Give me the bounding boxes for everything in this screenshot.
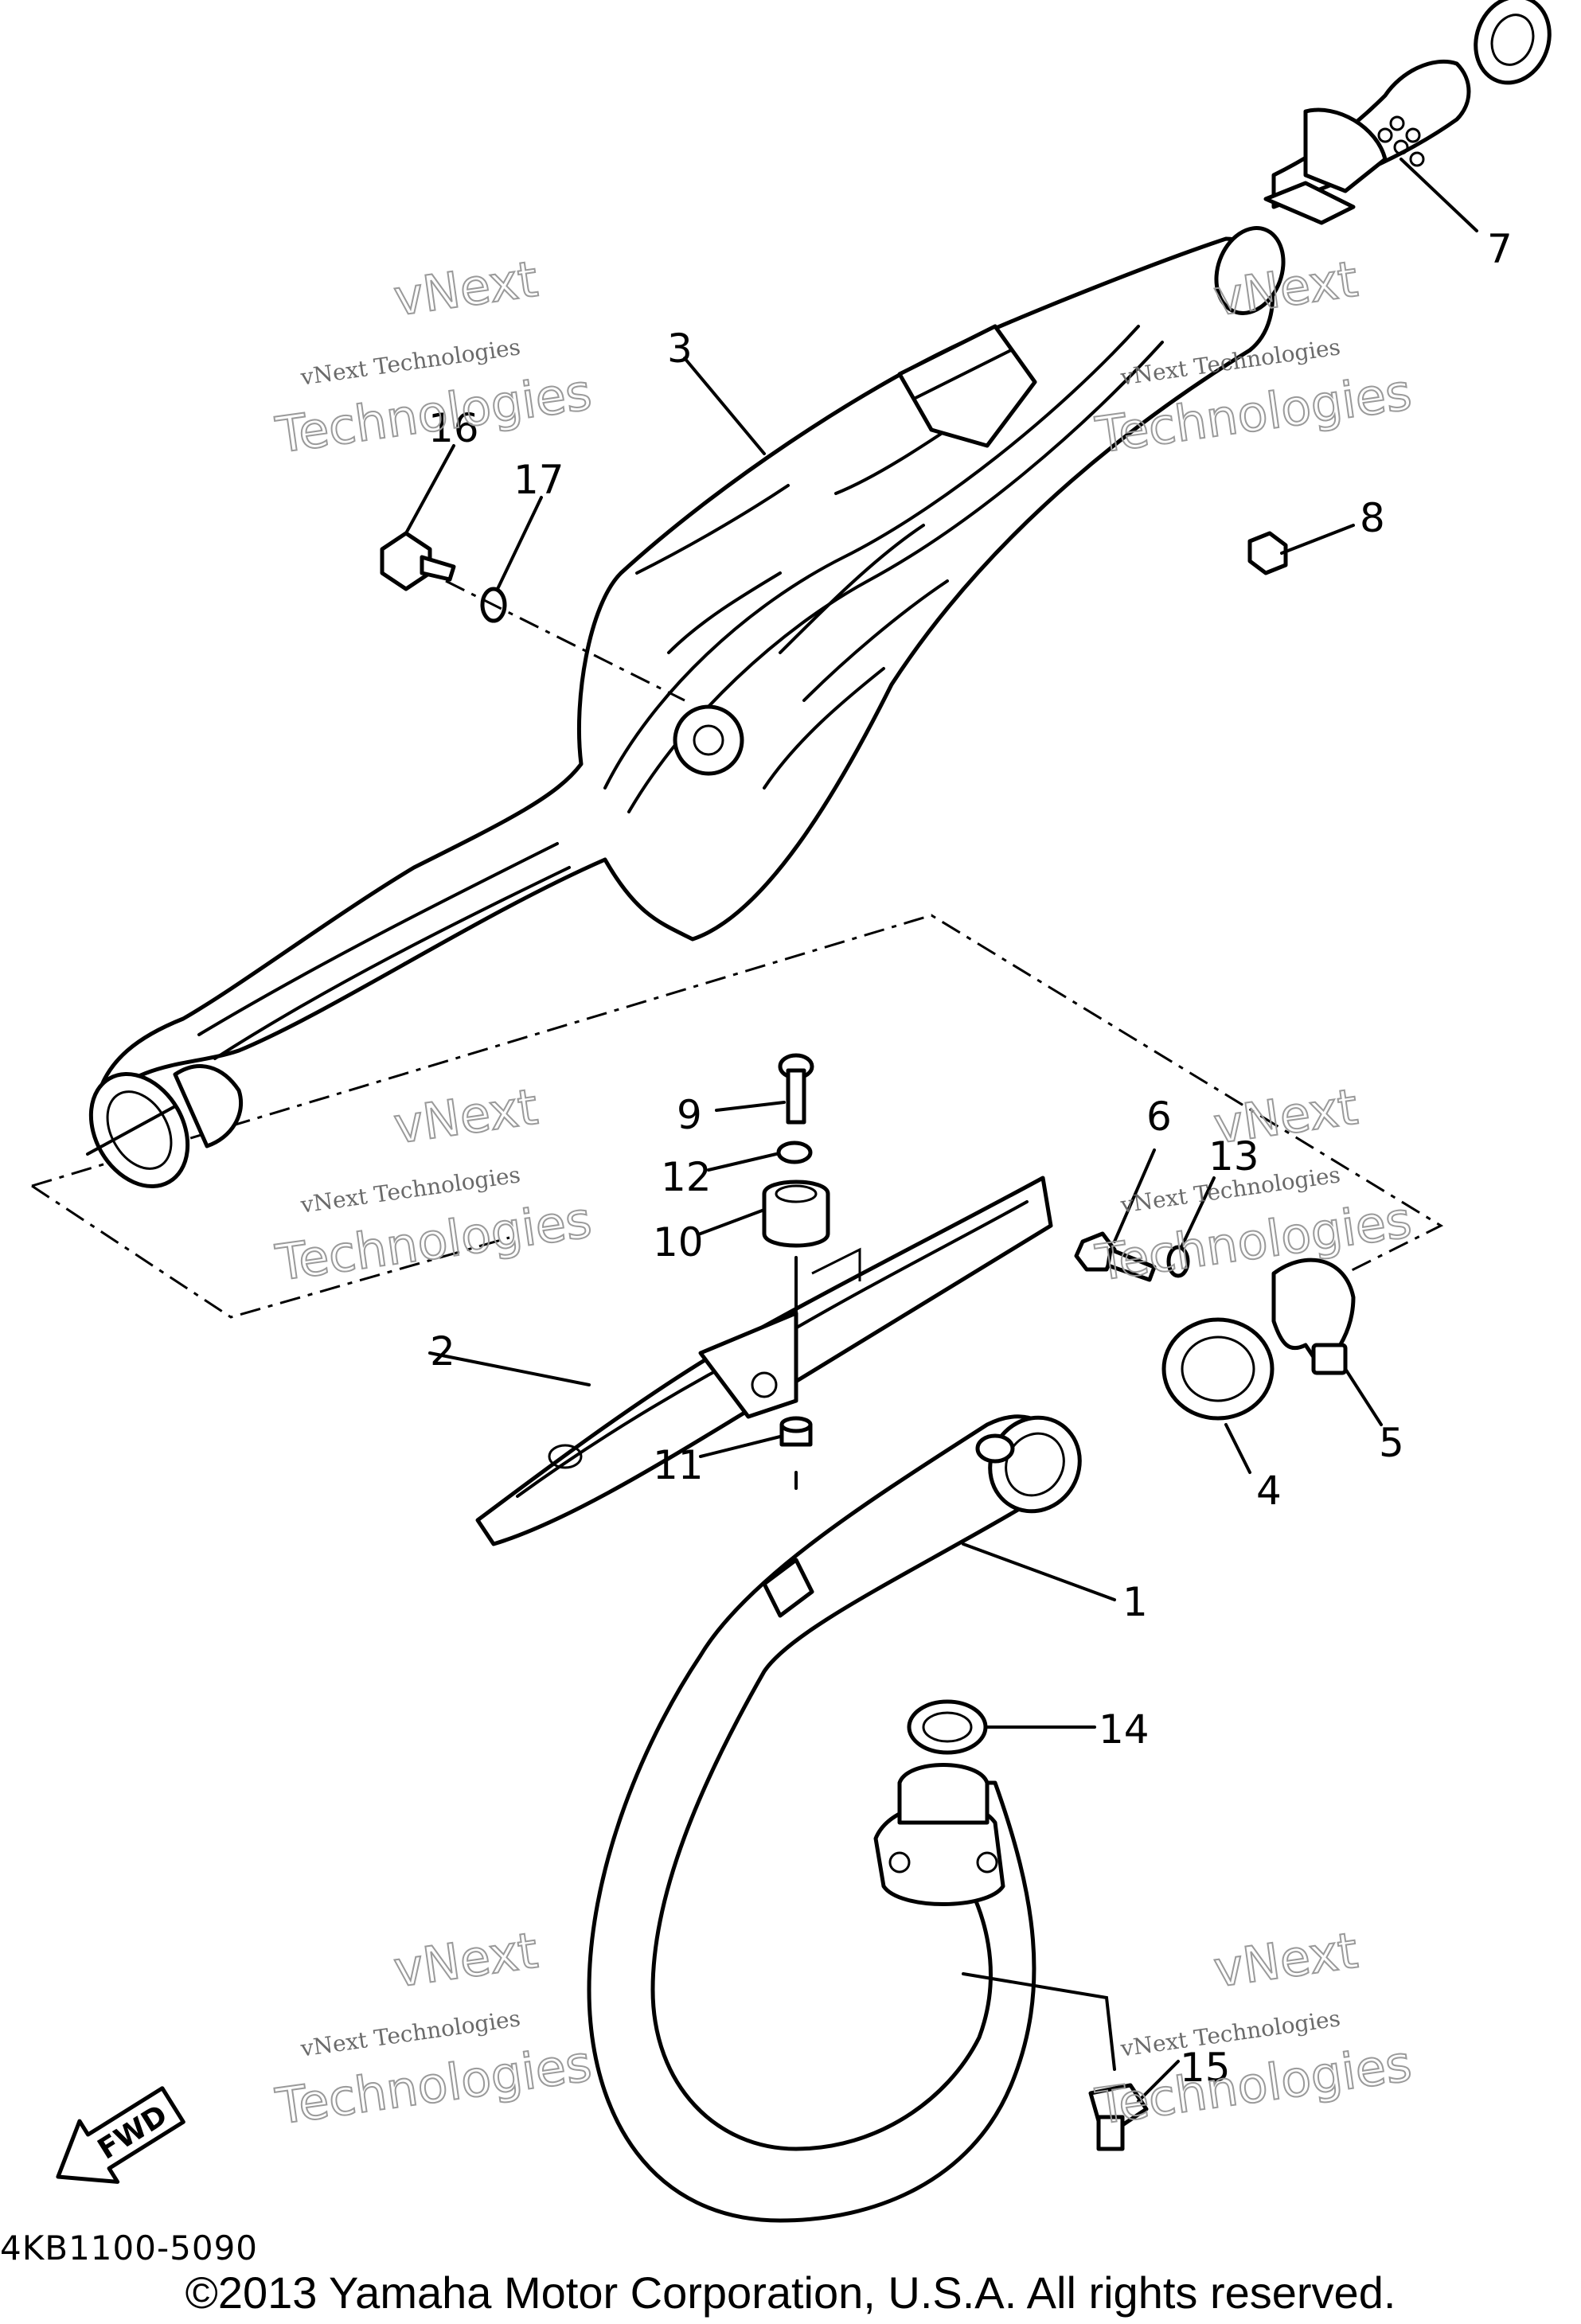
- svg-text:vNext: vNext: [390, 1921, 541, 1998]
- svg-text:vNext: vNext: [1210, 1078, 1361, 1155]
- washer-13[interactable]: [1166, 1245, 1190, 1278]
- callout-16: 16: [428, 405, 479, 451]
- callout-8: 8: [1360, 495, 1385, 541]
- callout-2: 2: [430, 1328, 455, 1375]
- exhaust-pipe[interactable]: [587, 1402, 1097, 2223]
- callout-15: 15: [1180, 2045, 1231, 2091]
- svg-text:vNext: vNext: [390, 250, 541, 327]
- collar-11[interactable]: [779, 1416, 813, 1447]
- leader-lines: [404, 158, 1478, 2103]
- washer-12[interactable]: [776, 1141, 813, 1164]
- callout-1: 1: [1122, 1579, 1148, 1625]
- drawing-code: 4KB1100-5090: [0, 2228, 259, 2267]
- callout-7: 7: [1487, 226, 1513, 272]
- callout-9: 9: [677, 1092, 702, 1138]
- watermark-ml: vNext vNext Technologies Technologies: [271, 1077, 596, 1293]
- callout-11: 11: [653, 1442, 704, 1488]
- callout-12: 12: [661, 1154, 712, 1200]
- muffler[interactable]: [72, 219, 1295, 1204]
- callout-14: 14: [1099, 1706, 1150, 1753]
- watermark-mr: vNext vNext Technologies Technologies: [1091, 1077, 1416, 1293]
- callout-3: 3: [667, 326, 693, 372]
- callout-5: 5: [1379, 1420, 1404, 1466]
- nut-8[interactable]: [1247, 531, 1288, 575]
- callout-10: 10: [653, 1219, 704, 1265]
- callout-6: 6: [1146, 1094, 1172, 1140]
- bolt-6[interactable]: [1074, 1231, 1157, 1282]
- svg-text:vNext: vNext: [1210, 1921, 1361, 1998]
- watermark-tl: vNext vNext Technologies Technologies: [271, 249, 596, 466]
- callout-labels: 1 2 3 4 5 6 7 8 9 10 11 12 13 14 15 16 1…: [428, 226, 1513, 2091]
- callout-17: 17: [513, 457, 564, 503]
- bolt-9[interactable]: [778, 1053, 814, 1125]
- bolt-16[interactable]: [380, 531, 456, 591]
- callout-13: 13: [1208, 1133, 1259, 1180]
- clamp-5[interactable]: [1271, 1258, 1356, 1375]
- watermark-br: vNext vNext Technologies Technologies: [1091, 1920, 1416, 2137]
- forward-arrow-icon: FWD: [56, 2086, 185, 2184]
- svg-text:vNext: vNext: [390, 1078, 541, 1155]
- gasket-14[interactable]: [907, 1699, 988, 1755]
- bolt-16-axis: [445, 579, 685, 702]
- copyright-notice: ©2013 Yamaha Motor Corporation, U.S.A. A…: [185, 2267, 1396, 2318]
- nut-15[interactable]: [1088, 2083, 1149, 2151]
- assembly-boundary: [31, 914, 1444, 1319]
- heat-protector[interactable]: [475, 1176, 1053, 1546]
- callout-4: 4: [1256, 1468, 1282, 1514]
- damper-10[interactable]: [762, 1180, 830, 1248]
- spark-arrester[interactable]: [1263, 0, 1561, 225]
- nut-15-axis: [962, 1972, 1116, 2071]
- joint-4[interactable]: [1161, 1317, 1275, 1421]
- watermark-bl: vNext vNext Technologies Technologies: [271, 1920, 596, 2137]
